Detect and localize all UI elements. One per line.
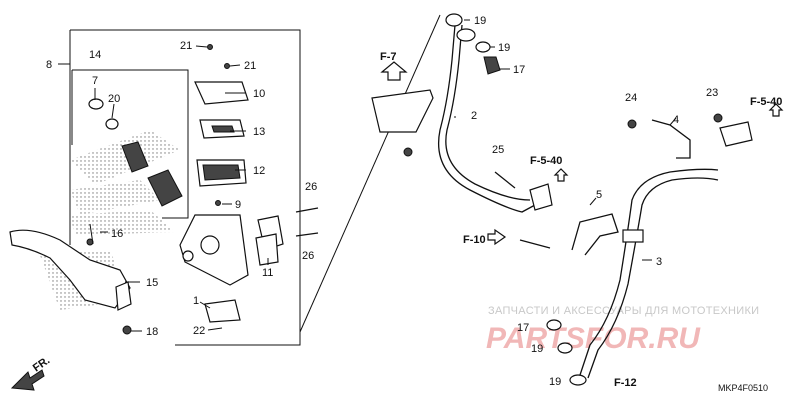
- callout-25: 25: [492, 144, 504, 156]
- ref-f540-center: F-5-40: [530, 155, 562, 167]
- ref-f540-right: F-5-40: [750, 96, 782, 108]
- callout-2: 2: [471, 110, 477, 122]
- callout-17-upper: 17: [513, 64, 525, 76]
- callout-9: 9: [235, 199, 241, 211]
- callout-5: 5: [596, 189, 602, 201]
- callout-26-b: 26: [302, 250, 314, 262]
- reservoir-cap: [194, 44, 249, 206]
- callout-10: 10: [253, 88, 265, 100]
- piston-kit: [88, 98, 183, 207]
- callout-19-d: 19: [549, 376, 561, 388]
- callout-24: 24: [625, 92, 637, 104]
- watermark-logo: PARTSFOR.RU: [486, 322, 701, 355]
- reference-arrows: [10, 61, 784, 391]
- callout-12: 12: [253, 165, 265, 177]
- callout-21-b: 21: [244, 60, 256, 72]
- master-cylinder-body: [179, 214, 284, 323]
- brake-lever: [9, 223, 132, 335]
- front-direction-label: FR.: [31, 354, 52, 374]
- callout-16: 16: [111, 228, 123, 240]
- callout-15: 15: [146, 277, 158, 289]
- leader-lines: [94, 19, 677, 332]
- ref-f10: F-10: [463, 234, 486, 246]
- watermark: ЗАПЧАСТИ И АКСЕССУАРЫ ДЛЯ МОТОТЕХНИКИ PA…: [486, 305, 759, 355]
- bolts: [295, 113, 723, 249]
- callout-26-a: 26: [305, 181, 317, 193]
- callout-18: 18: [146, 326, 158, 338]
- ref-f7: F-7: [380, 51, 397, 63]
- callout-numbers: 1 2 3 4 5 7 8 9 10 11 12 13 14 15 16 17 …: [46, 15, 718, 388]
- diagram-code: MKP4F0510: [718, 383, 768, 393]
- callout-1: 1: [193, 295, 199, 307]
- callout-17-lower: 17: [517, 322, 529, 334]
- callout-4: 4: [673, 114, 679, 126]
- callout-8: 8: [46, 59, 52, 71]
- callout-3: 3: [656, 256, 662, 268]
- callout-20: 20: [108, 93, 120, 105]
- ref-f12: F-12: [614, 377, 637, 389]
- assembly-outline: [58, 14, 441, 346]
- callout-19-c: 19: [531, 343, 543, 355]
- watermark-tagline: ЗАПЧАСТИ И АКСЕССУАРЫ ДЛЯ МОТОТЕХНИКИ: [488, 305, 759, 317]
- callout-14: 14: [89, 49, 101, 61]
- lower-brake-hose: [546, 168, 719, 386]
- callout-19-a: 19: [474, 15, 486, 27]
- callout-21-a: 21: [180, 40, 192, 52]
- callout-7: 7: [92, 75, 98, 87]
- callout-11: 11: [262, 267, 273, 279]
- callout-23: 23: [706, 87, 718, 99]
- callout-13: 13: [253, 126, 265, 138]
- callout-19-b: 19: [498, 42, 510, 54]
- upper-brake-hose: [371, 13, 553, 213]
- callout-22: 22: [193, 325, 205, 337]
- hose-brackets: [571, 119, 753, 256]
